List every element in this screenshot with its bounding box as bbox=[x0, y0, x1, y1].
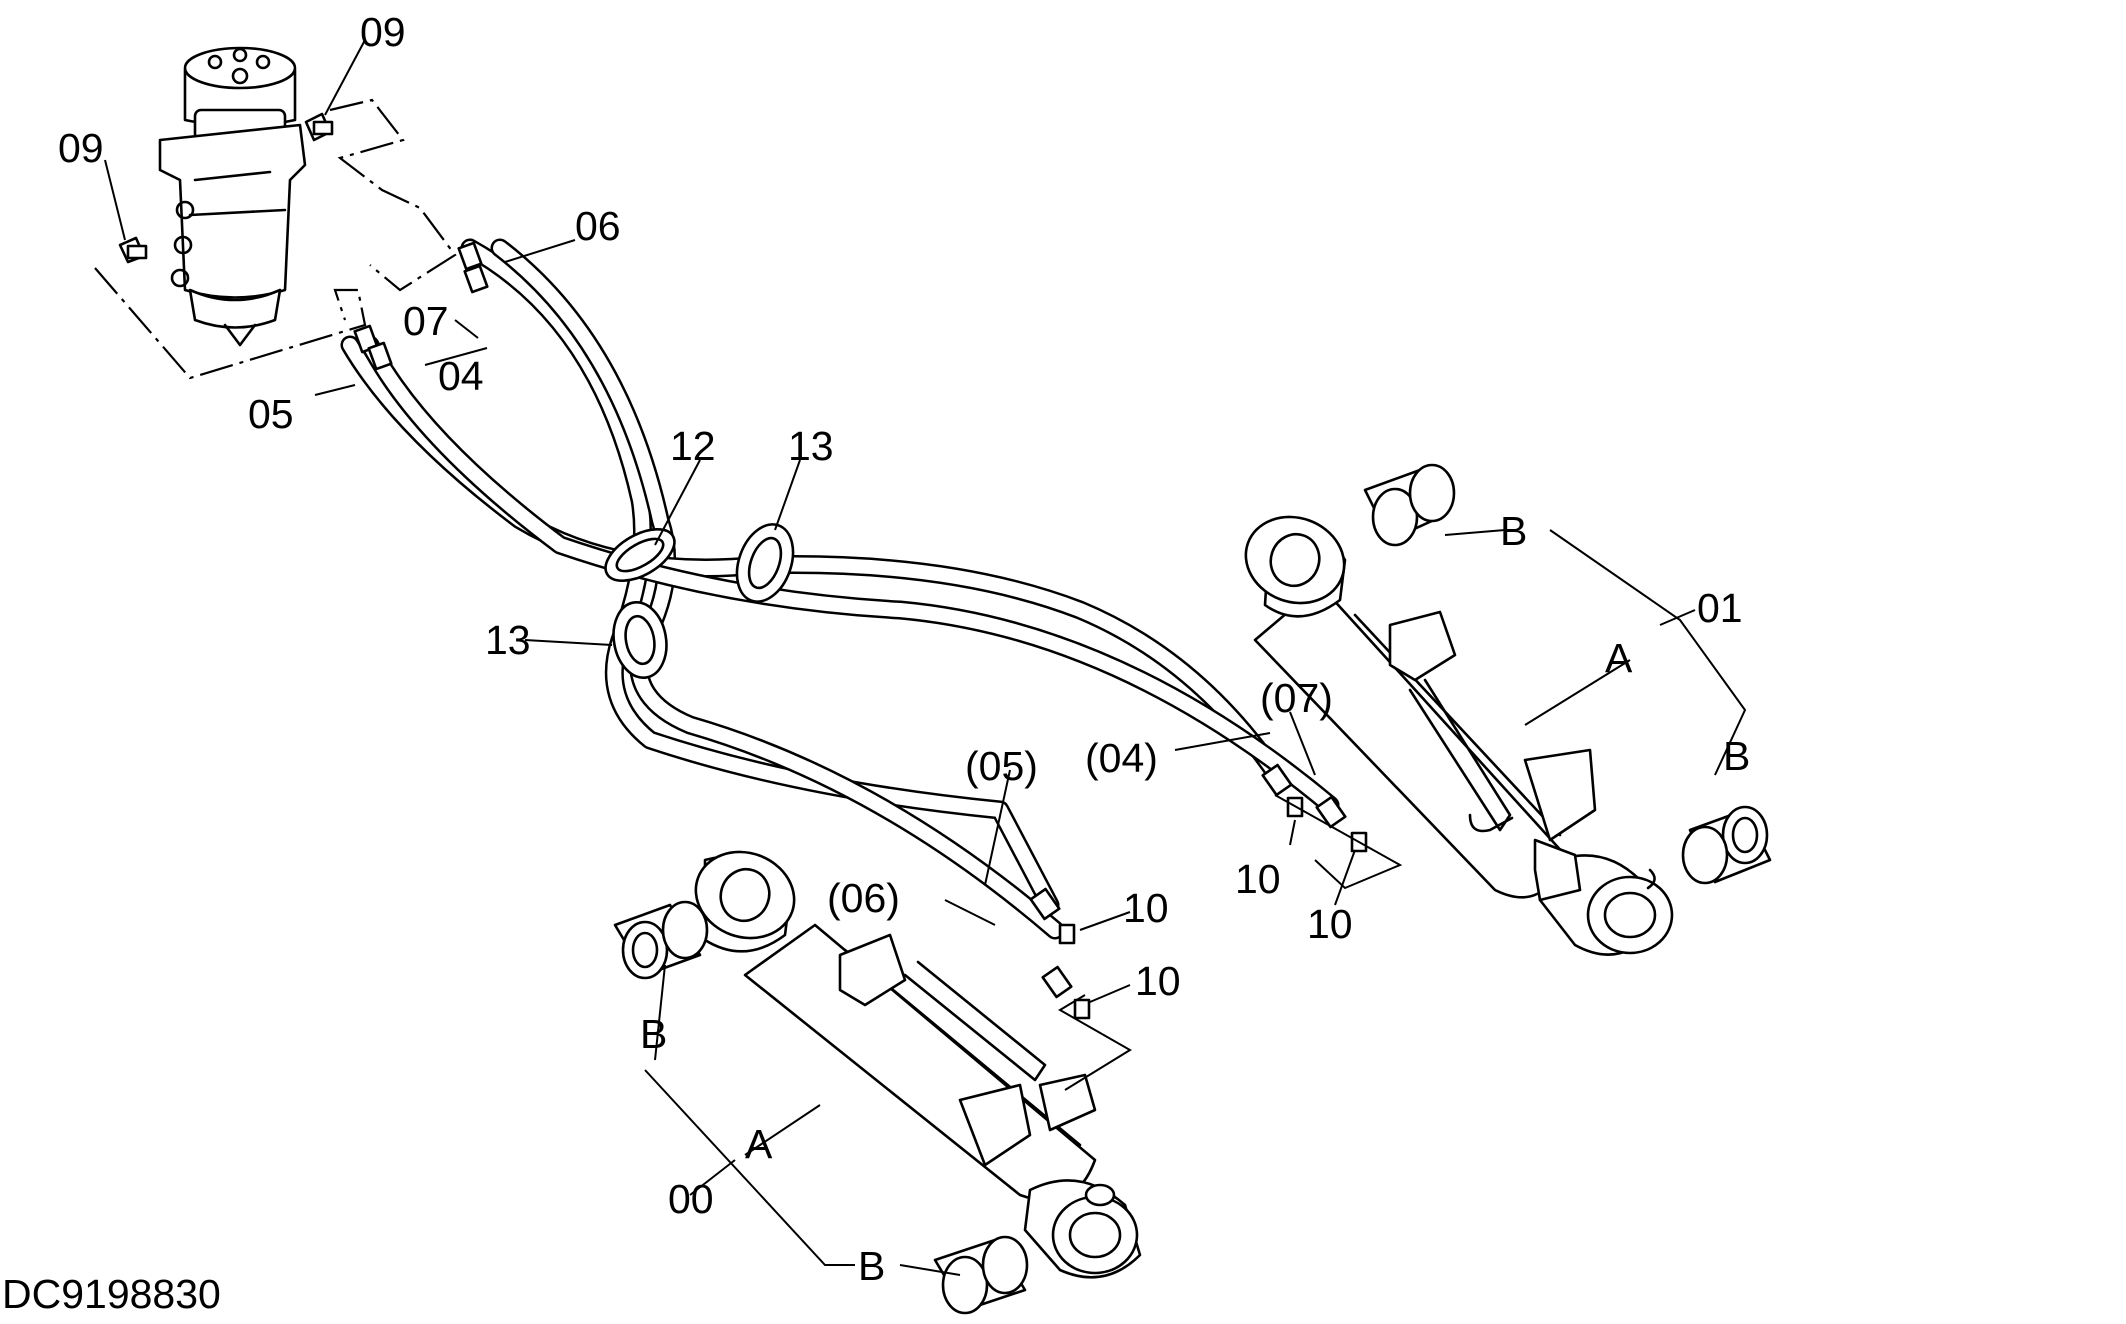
callout-13-center: 13 bbox=[788, 423, 834, 469]
callout-10-b: 10 bbox=[1307, 901, 1353, 947]
callout-04-ref: (04) bbox=[1085, 735, 1158, 781]
bushing-b-right-top bbox=[1363, 463, 1456, 547]
callout-10-a: 10 bbox=[1235, 856, 1281, 902]
callout-10-d: 10 bbox=[1135, 958, 1181, 1004]
callout-09-upper: 09 bbox=[360, 9, 406, 55]
callout-05: 05 bbox=[248, 391, 294, 437]
callout-10-c: 10 bbox=[1123, 885, 1169, 931]
callout-06-ref: (06) bbox=[827, 875, 900, 921]
bushing-b-left-top bbox=[613, 900, 709, 980]
callout-12: 12 bbox=[670, 423, 716, 469]
hydraulic-cylinder-00 bbox=[694, 850, 1142, 1279]
assembly-line-upper bbox=[329, 98, 457, 292]
label-b-right-bottom: B bbox=[1723, 733, 1750, 779]
callout-07: 07 bbox=[403, 298, 449, 344]
leader-lines bbox=[104, 39, 1747, 1276]
hose-fittings-lower bbox=[1029, 763, 1368, 1020]
swivel-joint bbox=[158, 46, 307, 347]
assembly-line-lower bbox=[94, 267, 367, 380]
tee-fitting-09-upper bbox=[304, 112, 334, 142]
callout-09-lower: 09 bbox=[58, 125, 104, 171]
grommet-13-left bbox=[612, 601, 668, 679]
label-a-right: A bbox=[1605, 635, 1633, 681]
hose-fittings-upper bbox=[353, 241, 489, 371]
bushing-b-right-bottom bbox=[1681, 805, 1772, 885]
callout-13-left: 13 bbox=[485, 617, 531, 663]
callout-05-ref: (05) bbox=[965, 743, 1038, 789]
callout-07-ref: (07) bbox=[1260, 675, 1333, 721]
label-b-left-top: B bbox=[640, 1011, 667, 1057]
label-a-left: A bbox=[745, 1121, 773, 1167]
callout-01: 01 bbox=[1697, 585, 1743, 631]
label-b-left-bottom: B bbox=[858, 1243, 885, 1289]
label-b-right-top: B bbox=[1500, 508, 1527, 554]
drawing-number: DC9198830 bbox=[2, 1271, 221, 1317]
hose-bundle bbox=[340, 238, 1340, 940]
bushing-b-left-bottom bbox=[933, 1235, 1029, 1315]
grommet-13-center bbox=[735, 523, 795, 603]
tee-fitting-09-lower bbox=[118, 236, 148, 264]
callout-04: 04 bbox=[438, 353, 484, 399]
callout-06: 06 bbox=[575, 203, 621, 249]
callout-00: 00 bbox=[668, 1176, 714, 1222]
hydraulic-cylinder-01 bbox=[1244, 515, 1674, 956]
